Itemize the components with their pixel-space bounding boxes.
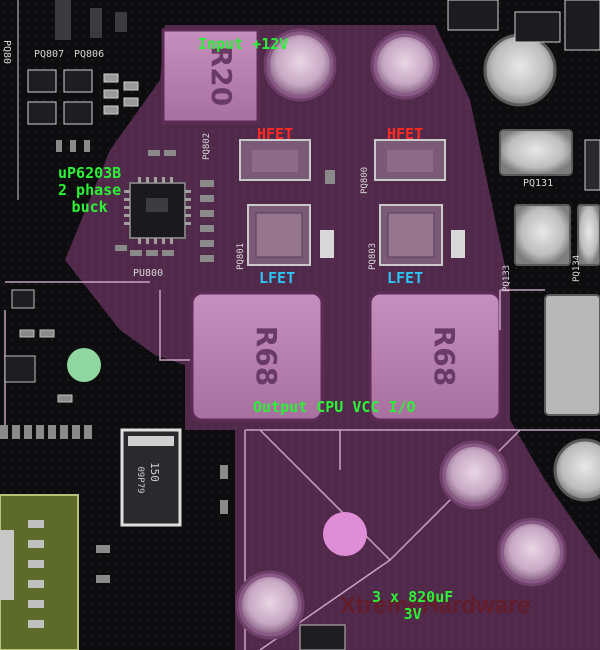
test-pad: [67, 348, 101, 382]
watermark: XtremeHardware: [340, 592, 531, 619]
capacitor-top-right: [483, 33, 557, 107]
smd-cluster-top-left: [27, 69, 139, 125]
silk-pq134: PQ134: [572, 254, 582, 282]
silk-pq803: PQ803: [368, 242, 378, 270]
annotation-caps: 3 x 820uF 3V: [372, 588, 454, 623]
passive-components: [56, 140, 335, 262]
schottky-diode: 150 09P79: [120, 428, 182, 527]
silk-pq801: PQ801: [236, 242, 246, 270]
silk-pq800: PQ800: [360, 166, 370, 194]
annotation-output: Output CPU VCC I/O: [253, 398, 416, 416]
annotation-input: Input +12V: [198, 35, 289, 53]
annotation-controller: uP6203B 2 phase buck: [58, 164, 122, 216]
annotation-lfet-right: LFET: [387, 269, 424, 287]
svg-text:PQ80: PQ80: [1, 40, 12, 64]
chipset-package: [0, 494, 79, 650]
svg-text:R68: R68: [428, 326, 461, 387]
svg-text:150: 150: [148, 462, 161, 482]
silk-pu800: PU800: [133, 268, 164, 279]
silk-pq807: PQ807: [34, 49, 65, 60]
smd-row-left: [0, 425, 92, 439]
annotation-hfet-right: HFET: [387, 125, 424, 143]
controller-ic: [124, 177, 191, 244]
silk-pq131: PQ131: [523, 178, 554, 189]
silk-pq806: PQ806: [74, 49, 105, 60]
silk-pq133: PQ133: [502, 264, 512, 292]
hfet-mosfets: [239, 139, 446, 181]
smd-cluster-left: [4, 289, 73, 403]
capacitor-bottom-right: [553, 438, 600, 502]
svg-text:09P79: 09P79: [135, 466, 145, 493]
input-inductor: R20: [161, 28, 260, 124]
lfet-mosfets: [247, 204, 465, 266]
svg-text:R20: R20: [205, 46, 238, 107]
smd-cluster-bottom: [299, 624, 346, 650]
output-capacitors: [235, 440, 567, 640]
smd-cluster-top-right: [447, 0, 600, 51]
via-pad: [323, 512, 367, 556]
silk-pq802: PQ802: [202, 132, 212, 160]
annotation-lfet-left: LFET: [259, 269, 296, 287]
input-capacitors: [263, 28, 440, 102]
annotation-hfet-left: HFET: [257, 125, 294, 143]
svg-text:R68: R68: [250, 326, 283, 387]
output-inductors: R68 R68: [190, 291, 502, 422]
